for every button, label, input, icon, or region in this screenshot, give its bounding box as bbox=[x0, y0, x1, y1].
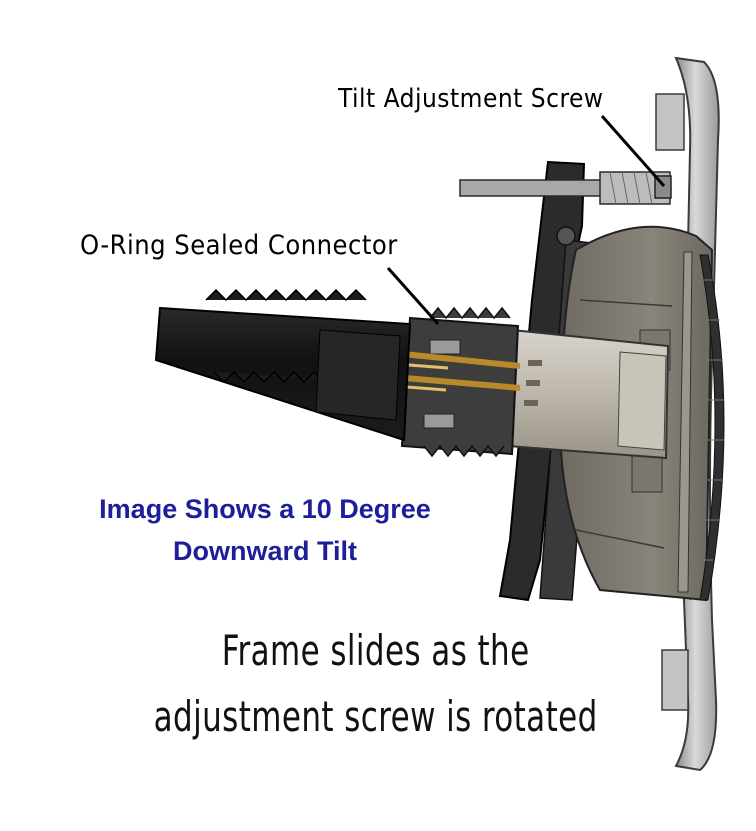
leader-lines bbox=[386, 115, 666, 325]
cable-strain-relief bbox=[154, 288, 412, 442]
connector-housing bbox=[506, 328, 670, 460]
oring-connector-leader bbox=[386, 267, 440, 325]
gauge-face bbox=[699, 254, 725, 601]
tilt-note-line-1: Image Shows a 10 Degree bbox=[99, 494, 431, 524]
tilt-note-line-2: Downward Tilt bbox=[172, 536, 357, 566]
tilt-screw-leader bbox=[600, 115, 666, 187]
oring-sealed-connector-label: O-Ring Sealed Connector bbox=[80, 230, 398, 261]
caption-line-2: adjustment screw is rotated bbox=[153, 692, 598, 741]
caption-line-1: Frame slides as the bbox=[221, 626, 530, 675]
threaded-nut bbox=[400, 306, 520, 458]
tilt-screw bbox=[459, 171, 672, 205]
tilt-adjustment-screw-label: Tilt Adjustment Screw bbox=[338, 84, 604, 114]
